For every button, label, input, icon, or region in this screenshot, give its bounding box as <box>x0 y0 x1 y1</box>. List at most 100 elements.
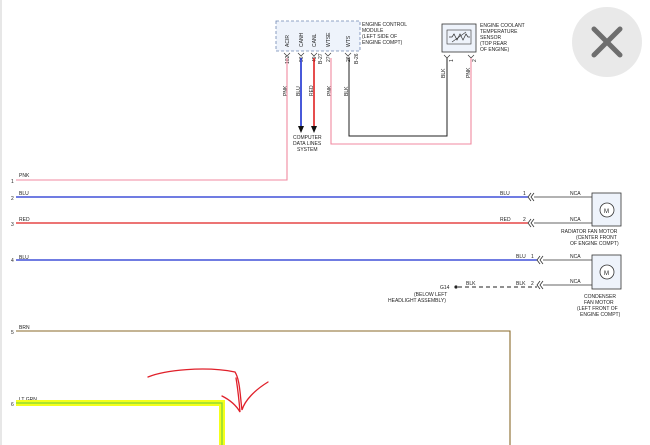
engine-control-module: ENGINE CONTROL MODULE (LEFT SIDE OF ENGI… <box>275 20 407 96</box>
data-lines-label-2: DATA LINES <box>293 141 322 147</box>
line-6-ltgrn-wire <box>16 402 223 445</box>
line-num-4: 4 <box>11 258 14 264</box>
radiator-label-line-2: (CENTER FRONT <box>576 235 617 241</box>
line-num-6: 6 <box>11 402 14 408</box>
hand-drawn-annotation <box>147 368 269 413</box>
line-1-wire-label: PNK <box>19 173 30 179</box>
condenser-label-line-4: ENGINE COMPT) <box>580 312 621 318</box>
sensor-label-line-4: (TOP REAR <box>480 41 507 47</box>
ecm-connector-b26: B-26 <box>354 53 360 64</box>
radiator-motor-icon <box>599 202 615 218</box>
condenser-label-line-3: (LEFT FRONT OF <box>577 306 618 312</box>
ecm-pin-name-acir: ACIR <box>285 35 291 47</box>
sensor-pin-marker-2 <box>467 54 475 59</box>
thermistor-arrow <box>451 31 467 43</box>
data-lines-label-1: COMPUTER <box>293 135 322 141</box>
ecm-box <box>275 20 361 52</box>
ecm-pin-name-canh: CANH <box>299 32 305 47</box>
line-num-2: 2 <box>11 196 14 202</box>
sensor-pin-num-1: 1 <box>449 59 455 62</box>
thermistor-icon <box>449 33 470 41</box>
ecm-pin-name-wtse: WTSE <box>326 32 332 47</box>
sensor-wire-label-blk: BLK <box>441 68 447 78</box>
ecm-pin-marker-3 <box>310 52 318 57</box>
connector-line-3-icon <box>527 218 535 228</box>
condenser-motor-icon <box>599 264 615 280</box>
ecm-connector-b27: B-27 <box>318 53 324 64</box>
ecm-wire-label-pnk-2: PNK <box>327 85 333 96</box>
sensor-pin-marker-1 <box>443 54 451 59</box>
line-6-highlight <box>16 400 225 445</box>
ecm-pin-num-102: 102 <box>285 55 291 64</box>
ground-point-icon <box>454 285 458 289</box>
ground-g14: G14 BLK BLK 2 (BELOW LEFT HEADLIGHT ASSE… <box>388 281 537 304</box>
coolant-temperature-sensor: ENGINE COOLANT TEMPERATURE SENSOR (TOP R… <box>441 23 525 78</box>
close-button[interactable] <box>572 7 642 77</box>
line-3-right-label: RED <box>500 217 511 223</box>
sensor-label-line-1: ENGINE COOLANT <box>480 23 525 29</box>
line-2-wire-label: BLU <box>19 191 29 197</box>
ecm-wire-label-pnk: PNK <box>283 85 289 96</box>
ecm-pin-num-49: 49 <box>312 56 318 62</box>
ground-motor-wire-label: BLK <box>516 281 526 287</box>
line-2-right-label: BLU <box>500 191 510 197</box>
ecm-pin-marker-4 <box>324 52 332 57</box>
condenser-label-line-1: CONDENSER <box>584 294 616 300</box>
line-3-wire-label: RED <box>19 217 30 223</box>
ground-id: G14 <box>440 285 450 291</box>
line-3-right-pin: 2 <box>523 217 526 223</box>
line-2-right-pin: 1 <box>523 191 526 197</box>
sensor-label-line-5: OF ENGINE) <box>480 47 510 53</box>
arrow-canh-icon <box>298 126 304 133</box>
radiator-label-line-3: OF ENGINE COMPT) <box>570 241 619 247</box>
data-lines-label-3: SYSTEM <box>297 147 318 153</box>
sensor-pin-num-2: 2 <box>472 59 478 62</box>
connector-ground-icon <box>536 280 544 290</box>
ground-wire-label: BLK <box>466 281 476 287</box>
radiator-fan-motor: M RADIATOR FAN MOTOR (CENTER FRONT OF EN… <box>561 192 622 247</box>
condenser-label-line-2: FAN MOTOR <box>584 300 614 306</box>
sensor-inner-box <box>446 29 472 45</box>
radiator-motor-symbol: M <box>604 209 609 215</box>
connector-line-4-icon <box>536 255 544 265</box>
line-5-brn-wire <box>16 330 511 445</box>
condenser-motor-symbol: M <box>604 271 609 277</box>
sensor-label-line-2: TEMPERATURE <box>480 29 518 35</box>
wire-wtse-pnk <box>330 58 472 145</box>
line-num-1: 1 <box>11 179 14 185</box>
ecm-label-line-1: ENGINE CONTROL <box>362 22 407 28</box>
ecm-pin-marker-5 <box>344 52 352 57</box>
line-4-right-label: BLU <box>516 254 526 260</box>
ecm-label-line-4: ENGINE COMPT) <box>362 40 403 46</box>
ecm-wire-label-red: RED <box>309 85 315 96</box>
ecm-pin-num-96: 96 <box>299 56 305 62</box>
wire-wts-blk <box>348 58 448 137</box>
ecm-wire-label-blk: BLK <box>344 86 350 96</box>
close-icon <box>591 26 623 58</box>
line-5-wire-label: BRN <box>19 325 30 331</box>
ground-nca-label: NCA <box>570 279 581 285</box>
ecm-label-line-3: (LEFT SIDE OF <box>362 34 397 40</box>
line-4-right-pin: 1 <box>531 254 534 260</box>
ground-label-line-1: (BELOW LEFT <box>414 292 447 298</box>
line-4-nca-label: NCA <box>570 254 581 260</box>
sensor-box <box>441 23 477 53</box>
line-num-5: 5 <box>11 330 14 336</box>
ecm-pin-num-27: 27 <box>326 56 332 62</box>
radiator-label-line-1: RADIATOR FAN MOTOR <box>561 229 618 235</box>
ground-motor-pin: 2 <box>531 281 534 287</box>
ecm-pin-name-wts: WTS <box>346 35 352 47</box>
ecm-wire-label-blu: BLU <box>296 86 302 96</box>
ecm-label-line-2: MODULE <box>362 28 384 34</box>
sensor-wire-label-pnk: PNK <box>466 67 472 78</box>
ecm-pin-name-canl: CANL <box>312 33 318 47</box>
condenser-fan-motor: M CONDENSER FAN MOTOR (LEFT FRONT OF ENG… <box>577 254 622 318</box>
ground-label-line-2: HEADLIGHT ASSEMBLY) <box>388 298 446 304</box>
ecm-wires <box>16 58 472 181</box>
line-4-wire-label: BLU <box>19 255 29 261</box>
connector-line-2-icon <box>527 192 535 202</box>
ecm-pin-marker-2 <box>297 52 305 57</box>
wire-acir-pnk <box>16 58 288 181</box>
arrow-canl-icon <box>311 126 317 133</box>
